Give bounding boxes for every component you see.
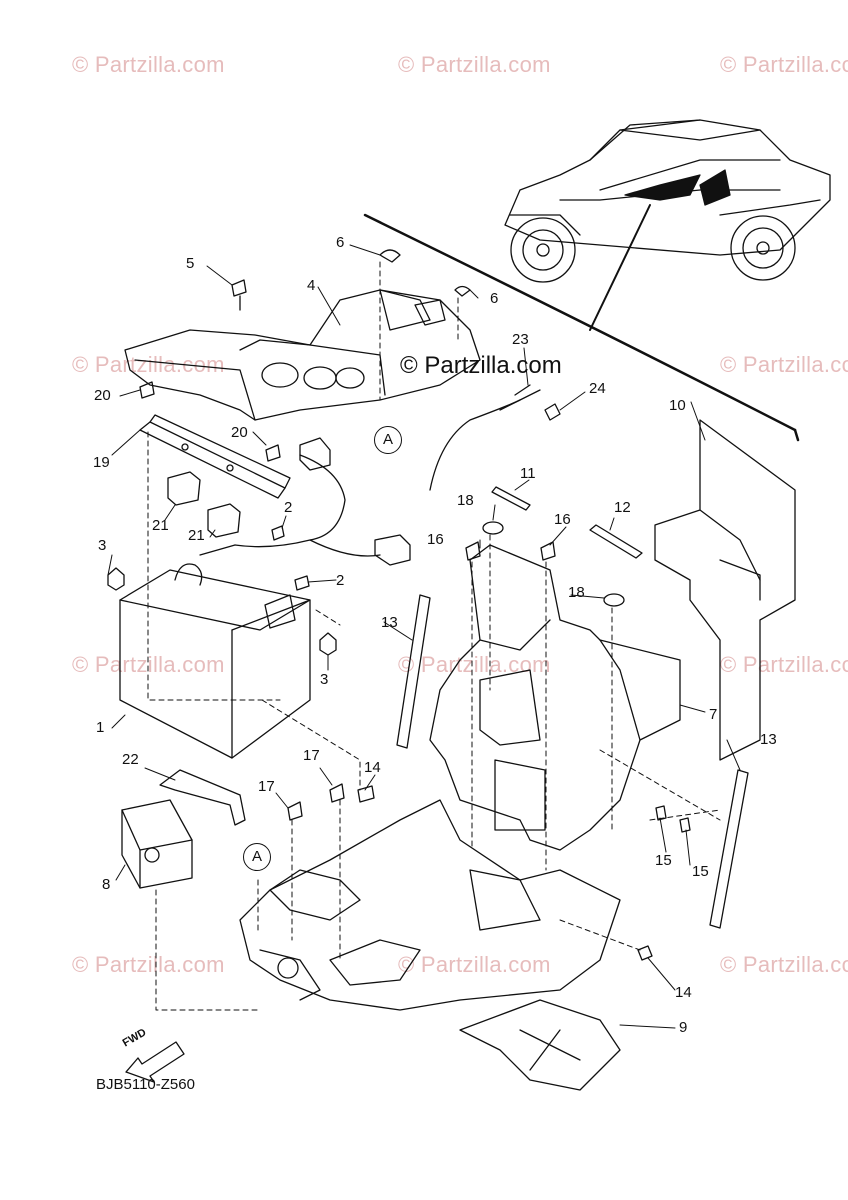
- part-8-pad: [121, 799, 193, 889]
- callout-19: 19: [93, 454, 110, 471]
- wiring-harness: [199, 389, 541, 566]
- watermark: © Partzilla.com: [720, 652, 848, 677]
- part-12-strip: [589, 524, 643, 559]
- fasteners: [107, 249, 691, 961]
- callout-20: 20: [94, 387, 111, 404]
- callout-14: 14: [364, 759, 381, 776]
- part-4-cover: [124, 289, 481, 421]
- callout-1: 1: [96, 719, 105, 736]
- callout-15: 15: [692, 863, 709, 880]
- part-19-bracket: [139, 414, 291, 499]
- callout-3: 3: [320, 671, 329, 688]
- callout-20: 20: [231, 424, 248, 441]
- part-21-block: [207, 503, 241, 538]
- watermark: © Partzilla.com: [720, 52, 848, 77]
- part-22-bracket: [159, 769, 246, 826]
- part-21-block: [167, 471, 201, 506]
- watermark: © Partzilla.com: [72, 652, 225, 677]
- leader-lines: [147, 261, 721, 1011]
- part-9-plate: [459, 999, 621, 1091]
- callout-13: 13: [760, 731, 777, 748]
- part-7-bracket: [429, 544, 681, 851]
- reference-marker-a: A: [243, 843, 271, 871]
- brand-label: © Partzilla.com: [400, 352, 562, 379]
- callout-11: 11: [520, 465, 536, 482]
- callout-18: 18: [457, 492, 474, 509]
- callout-9: 9: [679, 1019, 688, 1036]
- callout-14: 14: [675, 984, 692, 1001]
- callout-16: 16: [427, 531, 444, 548]
- callout-leaders: [107, 244, 741, 1029]
- callout-23: 23: [512, 331, 529, 348]
- callout-21: 21: [188, 527, 205, 544]
- callout-8: 8: [102, 876, 111, 893]
- callout-21: 21: [152, 517, 169, 534]
- callout-5: 5: [186, 255, 195, 272]
- part-10-panel: [654, 419, 796, 761]
- part-13-strip: [709, 769, 749, 929]
- watermark: © Partzilla.com: [720, 352, 848, 377]
- callout-6: 6: [336, 234, 345, 251]
- main-tray: [239, 799, 621, 1011]
- callout-17: 17: [303, 747, 320, 764]
- callout-12: 12: [614, 499, 631, 516]
- watermark: © Partzilla.com: [398, 652, 551, 677]
- watermark: © Partzilla.com: [720, 952, 848, 977]
- part-13-strip: [396, 594, 431, 749]
- callout-2: 2: [336, 572, 345, 589]
- watermark: © Partzilla.com: [398, 52, 551, 77]
- callout-13: 13: [381, 614, 398, 631]
- callout-16: 16: [554, 511, 571, 528]
- watermark: © Partzilla.com: [398, 952, 551, 977]
- part-1-battery: [119, 563, 311, 759]
- reference-marker-a: A: [374, 426, 402, 454]
- watermark: © Partzilla.com: [72, 52, 225, 77]
- callout-3: 3: [98, 537, 107, 554]
- callout-17: 17: [258, 778, 275, 795]
- callout-7: 7: [709, 706, 718, 723]
- watermark: © Partzilla.com: [72, 352, 225, 377]
- callout-15: 15: [655, 852, 672, 869]
- callout-22: 22: [122, 751, 139, 768]
- diagram-code: BJB5110-Z560: [96, 1076, 195, 1093]
- callout-18: 18: [568, 584, 585, 601]
- part-11-strip: [491, 486, 531, 511]
- vehicle-thumbnail: [504, 119, 831, 331]
- callout-10: 10: [669, 397, 686, 414]
- callout-2: 2: [284, 499, 293, 516]
- watermark: © Partzilla.com: [72, 952, 225, 977]
- fwd-arrow-icon: [125, 1041, 185, 1083]
- callout-6: 6: [490, 290, 499, 307]
- callout-24: 24: [589, 380, 606, 397]
- callout-4: 4: [307, 277, 316, 294]
